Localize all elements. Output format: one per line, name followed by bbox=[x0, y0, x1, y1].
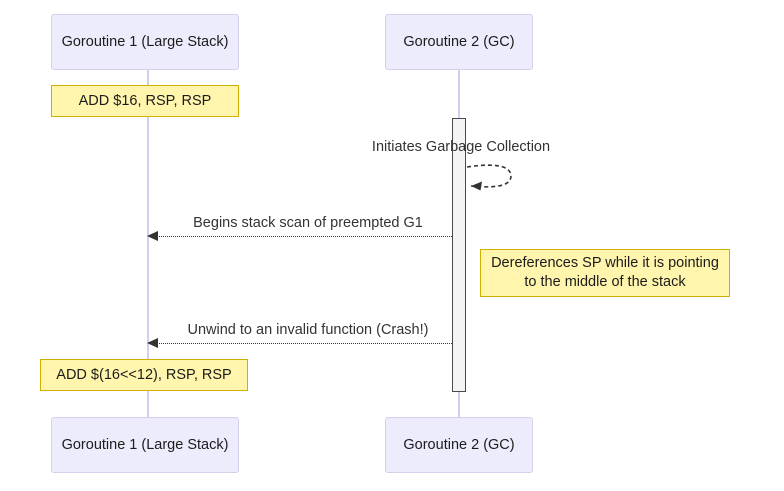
note-add-16-rsp: ADD $16, RSP, RSP bbox=[51, 85, 239, 117]
message-label-unwind-invalid-function: Unwind to an invalid function (Crash!) bbox=[187, 322, 429, 338]
participant-box-goroutine-1-top[interactable]: Goroutine 1 (Large Stack) bbox=[51, 14, 239, 70]
participant-label-goroutine-1-top: Goroutine 1 (Large Stack) bbox=[61, 33, 229, 50]
note-dereferences-sp-text: Dereferences SP while it is pointing to … bbox=[491, 255, 719, 290]
participant-box-goroutine-2-bottom[interactable]: Goroutine 2 (GC) bbox=[385, 417, 533, 473]
lifeline-goroutine-1 bbox=[147, 70, 149, 418]
note-add-16-shift-12-rsp-text: ADD $(16<<12), RSP, RSP bbox=[56, 366, 232, 383]
participant-box-goroutine-2-top[interactable]: Goroutine 2 (GC) bbox=[385, 14, 533, 70]
message-arrowhead-unwind-invalid-function bbox=[147, 338, 158, 348]
activation-bar-goroutine-2 bbox=[452, 118, 466, 392]
note-add-16-shift-12-rsp: ADD $(16<<12), RSP, RSP bbox=[40, 359, 248, 391]
message-line-unwind-invalid-function bbox=[150, 343, 452, 344]
participant-box-goroutine-1-bottom[interactable]: Goroutine 1 (Large Stack) bbox=[51, 417, 239, 473]
participant-label-goroutine-1-bottom: Goroutine 1 (Large Stack) bbox=[61, 436, 229, 453]
message-label-initiates-gc: Initiates Garbage Collection bbox=[371, 139, 551, 155]
message-arrowhead-begins-stack-scan bbox=[147, 231, 158, 241]
participant-label-goroutine-2-bottom: Goroutine 2 (GC) bbox=[403, 436, 515, 453]
note-dereferences-sp: Dereferences SP while it is pointing to … bbox=[480, 249, 730, 297]
message-label-begins-stack-scan: Begins stack scan of preempted G1 bbox=[193, 215, 423, 231]
self-loop-arrow-initiates-gc bbox=[466, 164, 512, 191]
note-add-16-rsp-text: ADD $16, RSP, RSP bbox=[78, 92, 212, 109]
participant-label-goroutine-2-top: Goroutine 2 (GC) bbox=[403, 33, 515, 50]
message-line-begins-stack-scan bbox=[150, 236, 452, 237]
